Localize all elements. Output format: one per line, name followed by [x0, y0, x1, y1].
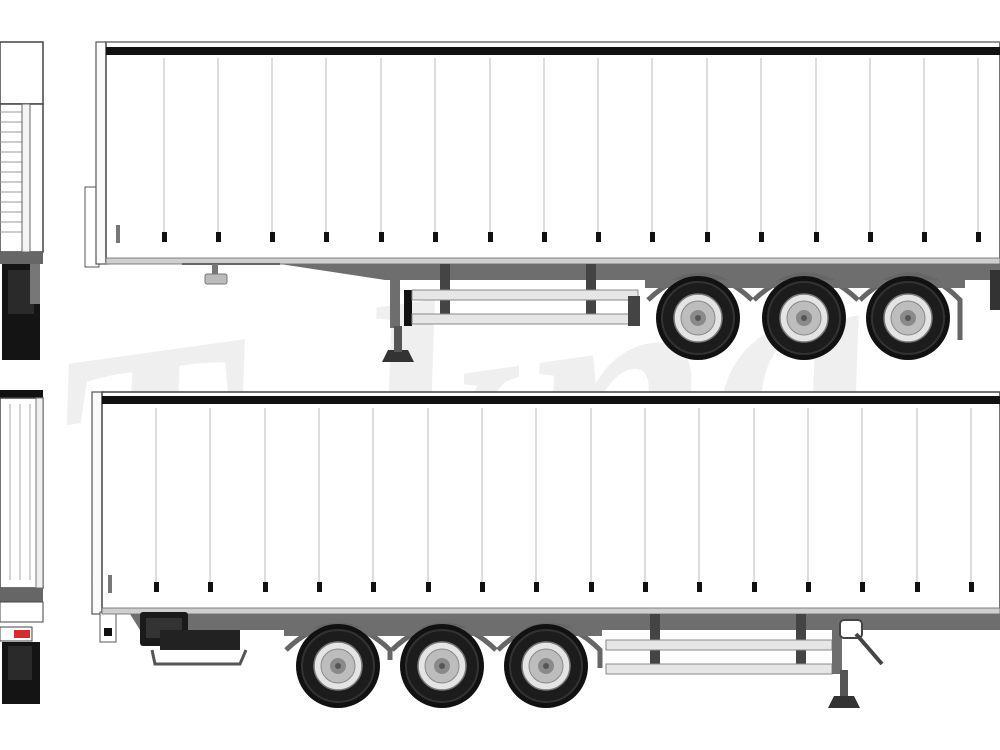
rear-view-top — [0, 41, 44, 360]
wheel-3 — [865, 275, 951, 361]
wheel-4 — [295, 623, 381, 709]
rear-light-icon — [14, 630, 30, 638]
side-view-top — [84, 41, 1000, 362]
wheel-6 — [503, 623, 589, 709]
wheel-5 — [399, 623, 485, 709]
front-view-bottom — [0, 390, 44, 704]
wheel-2 — [761, 275, 847, 361]
side-view-bottom — [91, 391, 1000, 709]
wheel-1 — [655, 275, 741, 361]
